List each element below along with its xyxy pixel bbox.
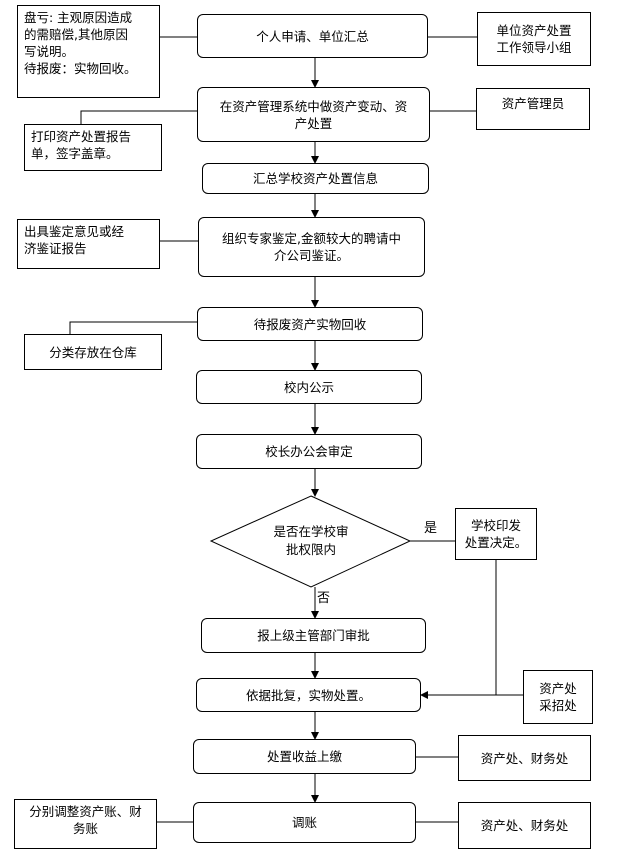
step-principal-meeting: 校长办公会审定	[196, 434, 422, 469]
note-print-report: 打印资产处置报告 单，签字盖章。	[24, 124, 162, 171]
no-label: 否	[317, 591, 331, 606]
note-adjust-accounts: 分别调整资产账、财 务账	[14, 799, 157, 849]
note-asset-manager: 资产管理员	[476, 88, 590, 130]
note-school-decision: 学校印发 处置决定。	[455, 508, 537, 560]
step-revenue-remittance: 处置收益上缴	[193, 739, 416, 774]
step-expert-appraisal: 组织专家鉴定,金额较大的聘请中 介公司鉴证。	[198, 217, 425, 277]
line-left-note-2	[80, 110, 197, 124]
line-left-note-4	[69, 321, 197, 334]
step-summarize-disposal-info: 汇总学校资产处置信息	[202, 163, 429, 194]
decision-diamond	[209, 495, 412, 588]
note-inventory-loss: 盘亏: 主观原因造成 的需赔偿,其他原因 写说明。 待报废：实物回收。	[17, 5, 160, 98]
step-account-adjustment: 调账	[193, 802, 416, 843]
note-appraisal-report: 出具鉴定意见或经 济鉴证报告	[17, 219, 160, 269]
step-report-superior: 报上级主管部门审批	[201, 618, 426, 653]
decision-question: 是否在学校审 批权限内	[273, 524, 349, 557]
note-asset-procurement-dept: 资产处 采招处	[523, 670, 593, 724]
note-finance-dept-2: 资产处、财务处	[458, 802, 591, 849]
step-public-notice: 校内公示	[196, 370, 422, 404]
note-finance-dept-1: 资产处、财务处	[458, 735, 591, 781]
step-physical-disposal: 依据批复，实物处置。	[196, 678, 421, 712]
yes-label: 是	[424, 521, 438, 536]
step-scrap-recovery: 待报废资产实物回收	[197, 307, 423, 341]
yes-return-line	[420, 560, 497, 699]
step-individual-application: 个人申请、单位汇总	[197, 14, 428, 58]
note-warehouse-storage: 分类存放在仓库	[24, 334, 162, 370]
note-leadership-group: 单位资产处置 工作领导小组	[477, 12, 591, 66]
step-system-asset-change: 在资产管理系统中做资产变动、资 产处置	[197, 87, 430, 142]
